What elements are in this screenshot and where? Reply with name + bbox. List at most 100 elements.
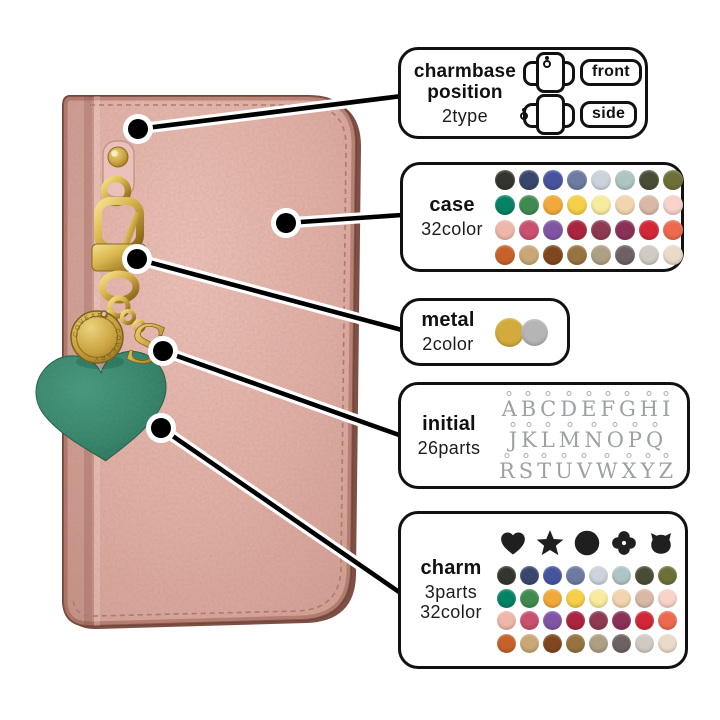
initial-letter-charm[interactable]: X [622, 453, 637, 484]
color-swatch[interactable] [520, 633, 539, 653]
color-swatch[interactable] [543, 244, 563, 265]
initial-letter-charm[interactable]: Q [646, 422, 663, 453]
color-swatch[interactable] [566, 566, 585, 586]
color-swatch[interactable] [591, 194, 611, 215]
color-swatch[interactable] [612, 633, 631, 653]
color-swatch[interactable] [567, 219, 587, 240]
charmbase-option-side[interactable]: side [520, 94, 642, 135]
color-swatch[interactable] [495, 317, 524, 347]
color-swatch[interactable] [589, 588, 608, 608]
initial-letter-charm[interactable]: B [521, 391, 536, 422]
color-swatch[interactable] [497, 566, 516, 586]
color-swatch[interactable] [615, 244, 635, 265]
initial-letter-charm[interactable]: K [521, 422, 537, 453]
color-swatch[interactable] [658, 633, 677, 653]
color-swatch[interactable] [543, 566, 562, 586]
color-swatch[interactable] [520, 611, 539, 631]
initial-letter-charm[interactable]: F [600, 391, 615, 422]
initial-letter-charm[interactable]: P [628, 422, 642, 453]
color-swatch[interactable] [639, 194, 659, 215]
color-swatch[interactable] [658, 588, 677, 608]
initial-letter-charm[interactable]: Z [658, 453, 673, 484]
color-swatch[interactable] [543, 169, 563, 190]
color-swatch[interactable] [663, 169, 683, 190]
flower-shape-option[interactable] [608, 528, 640, 558]
color-swatch[interactable] [639, 244, 659, 265]
color-swatch[interactable] [543, 633, 562, 653]
initial-letter-charm[interactable]: D [560, 391, 577, 422]
color-swatch[interactable] [520, 566, 539, 586]
initial-letter-charm[interactable]: L [541, 422, 555, 453]
initial-letter-charm[interactable]: T [537, 453, 551, 484]
color-swatch[interactable] [566, 611, 585, 631]
initial-letter-charm[interactable]: Y [641, 453, 655, 484]
color-swatch[interactable] [635, 611, 654, 631]
color-swatch[interactable] [612, 588, 631, 608]
initial-letter-charm[interactable]: C [540, 391, 556, 422]
color-swatch[interactable] [591, 169, 611, 190]
color-swatch[interactable] [543, 194, 563, 215]
color-swatch[interactable] [495, 169, 515, 190]
initial-letter-charm[interactable]: V [577, 453, 592, 484]
color-swatch[interactable] [566, 633, 585, 653]
color-swatch[interactable] [658, 566, 677, 586]
color-swatch[interactable] [635, 633, 654, 653]
color-swatch[interactable] [495, 244, 515, 265]
color-swatch[interactable] [519, 219, 539, 240]
initial-letter-charm[interactable]: I [662, 391, 670, 422]
initial-letter-charm[interactable]: S [519, 453, 533, 484]
color-swatch[interactable] [543, 588, 562, 608]
initial-letter-charm[interactable]: G [619, 391, 636, 422]
initial-letter-charm[interactable]: N [584, 422, 602, 453]
color-swatch[interactable] [543, 219, 563, 240]
color-swatch[interactable] [639, 169, 659, 190]
initial-letter-charm[interactable]: R [499, 453, 515, 484]
circle-shape-option[interactable] [571, 528, 603, 558]
color-swatch[interactable] [663, 219, 683, 240]
case-front-position-icon [523, 50, 585, 94]
initial-letter-charm[interactable]: J [509, 422, 517, 453]
color-swatch[interactable] [615, 219, 635, 240]
initial-letter-charm[interactable]: W [596, 453, 618, 484]
initial-letter-charm[interactable]: E [581, 391, 596, 422]
color-swatch[interactable] [612, 611, 631, 631]
color-swatch[interactable] [589, 633, 608, 653]
color-swatch[interactable] [497, 611, 516, 631]
color-swatch[interactable] [591, 219, 611, 240]
color-swatch[interactable] [519, 169, 539, 190]
color-swatch[interactable] [663, 244, 683, 265]
initial-letter-charm[interactable]: A [502, 391, 517, 422]
heart-shape-option[interactable] [497, 528, 529, 558]
cat-shape-option[interactable] [645, 528, 677, 558]
color-swatch[interactable] [589, 611, 608, 631]
color-swatch[interactable] [615, 169, 635, 190]
initial-letter-charm[interactable]: M [559, 422, 581, 453]
star-shape-option[interactable] [534, 528, 566, 558]
color-swatch[interactable] [612, 566, 631, 586]
color-swatch[interactable] [497, 633, 516, 653]
color-swatch[interactable] [635, 566, 654, 586]
initial-letter-charm[interactable]: U [555, 453, 573, 484]
color-swatch[interactable] [663, 194, 683, 215]
color-swatch[interactable] [519, 244, 539, 265]
color-swatch[interactable] [566, 588, 585, 608]
initial-letter-charm[interactable]: O [607, 422, 624, 453]
color-swatch[interactable] [615, 194, 635, 215]
color-swatch[interactable] [658, 611, 677, 631]
color-swatch[interactable] [543, 611, 562, 631]
color-swatch[interactable] [495, 194, 515, 215]
color-swatch[interactable] [521, 318, 548, 346]
color-swatch[interactable] [567, 244, 587, 265]
charmbase-option-front[interactable]: front [523, 50, 642, 94]
color-swatch[interactable] [591, 244, 611, 265]
color-swatch[interactable] [567, 169, 587, 190]
color-swatch[interactable] [639, 219, 659, 240]
color-swatch[interactable] [519, 194, 539, 215]
color-swatch[interactable] [520, 588, 539, 608]
color-swatch[interactable] [497, 588, 516, 608]
color-swatch[interactable] [567, 194, 587, 215]
color-swatch[interactable] [589, 566, 608, 586]
color-swatch[interactable] [635, 588, 654, 608]
color-swatch[interactable] [495, 219, 515, 240]
initial-letter-charm[interactable]: H [640, 391, 658, 422]
